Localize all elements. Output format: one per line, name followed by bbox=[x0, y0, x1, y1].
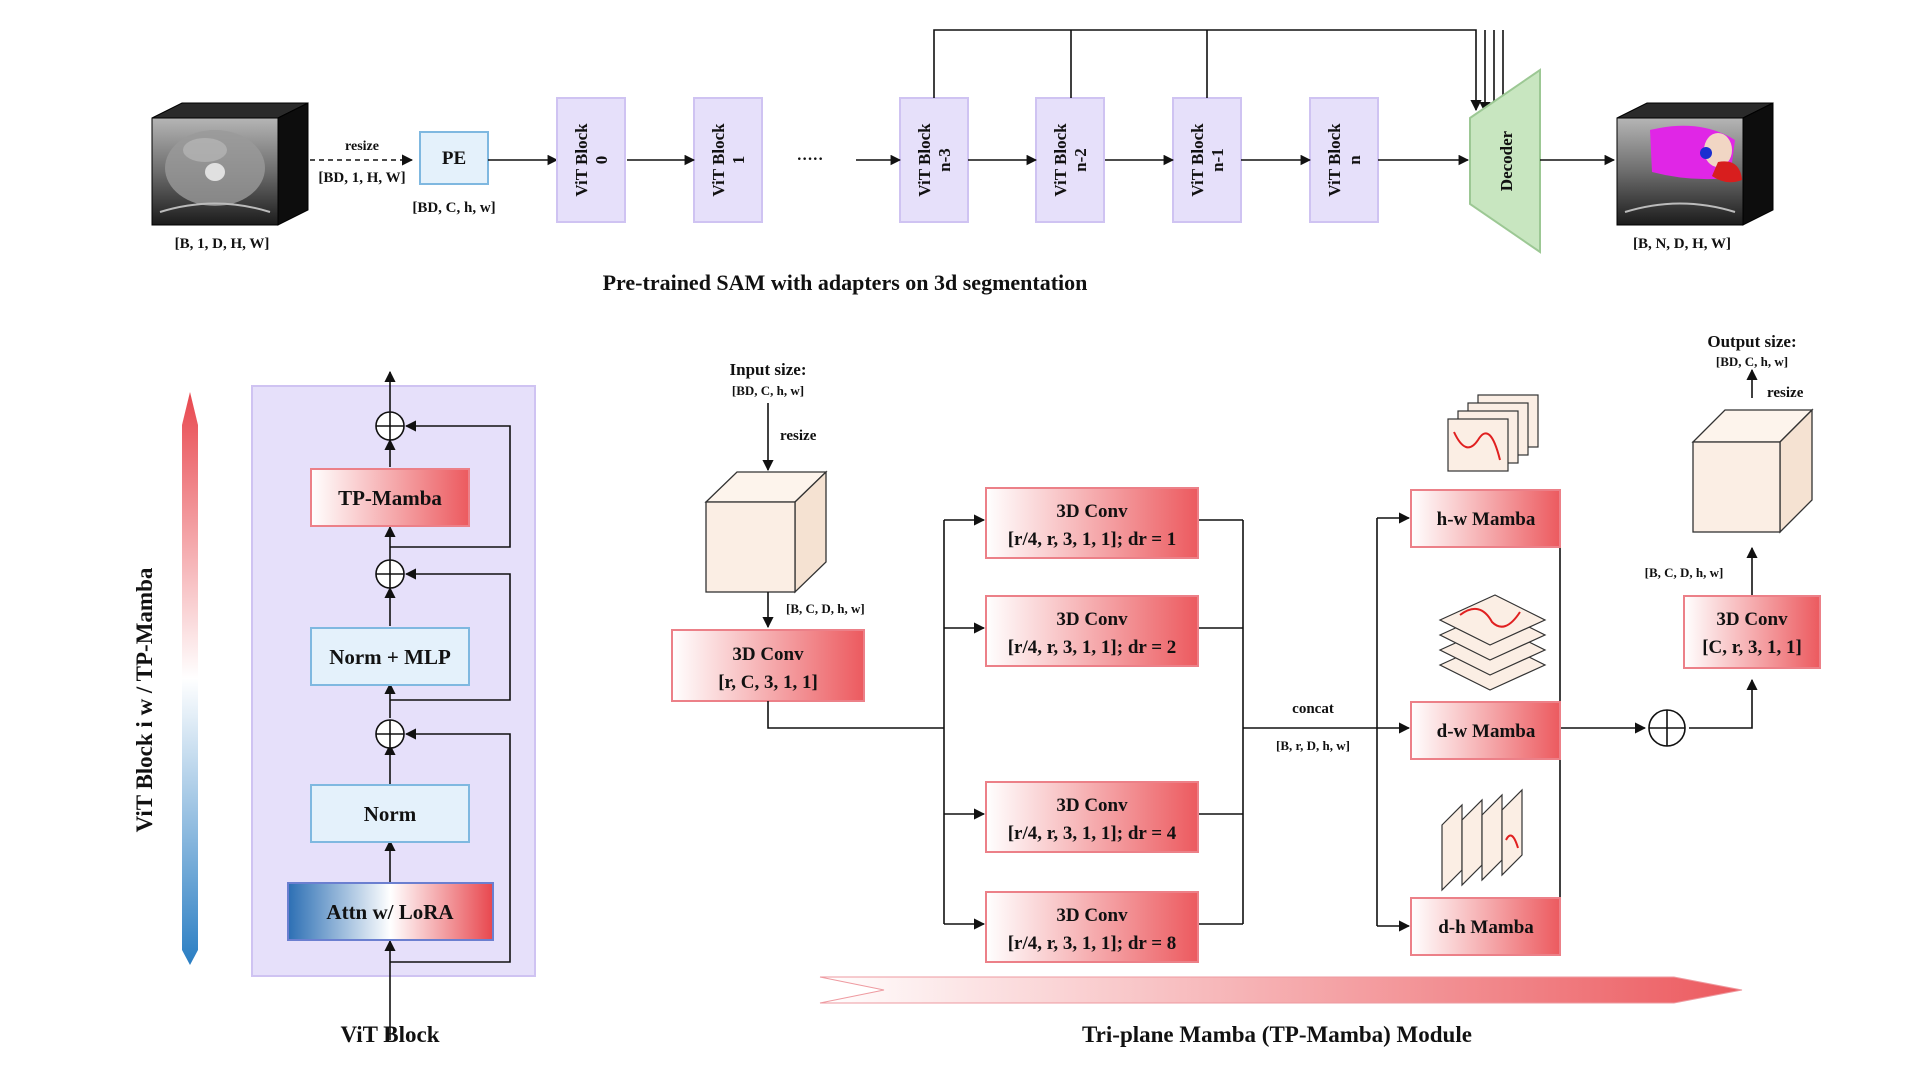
pe-shape-label: [BD, C, h, w] bbox=[412, 200, 495, 216]
ellipsis: ····· bbox=[797, 151, 824, 168]
input-size-title: Input size: bbox=[730, 360, 807, 379]
output-shape-label: [B, N, D, H, W] bbox=[1633, 236, 1731, 252]
vit-block-label: ViT Block bbox=[572, 123, 591, 197]
output-size-title: Output size: bbox=[1707, 332, 1796, 351]
add-node bbox=[375, 411, 405, 441]
vit-block-label: ViT Block bbox=[1325, 123, 1344, 197]
last-conv-line1: 3D Conv bbox=[1716, 609, 1788, 630]
mamba-box-1: d-w Mamba bbox=[1410, 701, 1561, 760]
input-feature-cube bbox=[704, 470, 828, 594]
conv-line1: 3D Conv bbox=[1056, 905, 1128, 926]
tp-mamba-box bbox=[310, 468, 470, 527]
first-conv-line2: [r, C, 3, 1, 1] bbox=[718, 672, 818, 693]
side-label: ViT Block i w / TP-Mamba bbox=[132, 567, 157, 832]
mamba-label: h-w Mamba bbox=[1437, 509, 1536, 530]
last-conv-line2: [C, r, 3, 1, 1] bbox=[1702, 637, 1802, 658]
dilated-conv-box-2: 3D Conv [r/4, r, 3, 1, 1]; dr = 4 bbox=[985, 781, 1199, 853]
norm-box bbox=[310, 784, 470, 843]
output-resize-label: resize bbox=[1767, 385, 1804, 401]
concat-shape-label: [B, r, D, h, w] bbox=[1276, 738, 1350, 753]
output-feature-cube bbox=[1691, 408, 1814, 534]
vit-block-label: ViT Block bbox=[1188, 123, 1207, 197]
branch-lines bbox=[767, 368, 1758, 932]
output-size-shape: [BD, C, h, w] bbox=[1716, 354, 1788, 369]
conv-line2: [r/4, r, 3, 1, 1]; dr = 8 bbox=[1008, 933, 1177, 954]
vit-block-index: 1 bbox=[729, 156, 748, 165]
first-conv-line1: 3D Conv bbox=[732, 644, 804, 665]
output-segmentation-volume bbox=[1616, 102, 1774, 226]
decoder-block bbox=[1469, 68, 1541, 254]
dilated-conv-box-3: 3D Conv [r/4, r, 3, 1, 1]; dr = 8 bbox=[985, 891, 1199, 963]
mamba-label: d-w Mamba bbox=[1437, 721, 1536, 742]
vit-block-label: ViT Block bbox=[915, 123, 934, 197]
add-node bbox=[375, 719, 405, 749]
attn-lora-box bbox=[287, 882, 494, 941]
add-node bbox=[375, 559, 405, 589]
vit-block-index: n-1 bbox=[1208, 148, 1227, 172]
vit-block-label: ViT Block bbox=[1051, 123, 1070, 197]
norm-mlp-label: Norm + MLP bbox=[329, 645, 451, 669]
decoder-label: Decoder bbox=[1497, 130, 1516, 191]
input-size-shape: [BD, C, h, w] bbox=[732, 383, 804, 398]
conv-line2: [r/4, r, 3, 1, 1]; dr = 4 bbox=[1008, 823, 1177, 844]
dilated-conv-box-1: 3D Conv [r/4, r, 3, 1, 1]; dr = 2 bbox=[985, 595, 1199, 667]
dh-plane-stack-icon bbox=[1441, 788, 1523, 892]
input-ct-volume bbox=[151, 102, 309, 226]
norm-label: Norm bbox=[364, 802, 417, 826]
dilated-conv-box-0: 3D Conv [r/4, r, 3, 1, 1]; dr = 1 bbox=[985, 487, 1199, 559]
concat-label: concat bbox=[1292, 701, 1334, 717]
conv-line1: 3D Conv bbox=[1056, 501, 1128, 522]
pe-box bbox=[419, 131, 489, 185]
hw-plane-stack-icon bbox=[1447, 394, 1539, 472]
vit-block-index: n bbox=[1345, 155, 1364, 165]
first-conv-box bbox=[671, 629, 865, 702]
tp-mamba-label: TP-Mamba bbox=[338, 486, 442, 510]
side-gradient-arrow bbox=[182, 392, 198, 965]
resize-label: resize bbox=[345, 139, 379, 154]
cube-shape-label: [B, C, D, h, w] bbox=[786, 601, 865, 616]
conv-line1: 3D Conv bbox=[1056, 609, 1128, 630]
attn-lora-label: Attn w/ LoRA bbox=[326, 900, 454, 924]
last-conv-box bbox=[1683, 595, 1821, 669]
tp-caption: Tri-plane Mamba (TP-Mamba) Module bbox=[1082, 1022, 1472, 1047]
input-shape-label: [B, 1, D, H, W] bbox=[175, 236, 270, 252]
mamba-box-0: h-w Mamba bbox=[1410, 489, 1561, 548]
norm-mlp-box bbox=[310, 627, 470, 686]
vit-block-index: 0 bbox=[592, 156, 611, 165]
vit-flow-lines bbox=[384, 370, 511, 1040]
add-node bbox=[1648, 709, 1686, 747]
vit-block-index: n-2 bbox=[1071, 148, 1090, 172]
vit-caption: ViT Block bbox=[340, 1022, 439, 1047]
bottom-gradient-arrow bbox=[819, 976, 1743, 1004]
mamba-box-2: d-h Mamba bbox=[1410, 897, 1561, 956]
pe-label: PE bbox=[442, 148, 466, 169]
vit-block-label: ViT Block bbox=[709, 123, 728, 197]
vit-block-index: n-3 bbox=[935, 148, 954, 172]
pre-conv-shape-label: [B, C, D, h, w] bbox=[1645, 565, 1724, 580]
input-resize-label: resize bbox=[780, 428, 817, 444]
top-caption: Pre-trained SAM with adapters on 3d segm… bbox=[603, 270, 1088, 295]
mamba-label: d-h Mamba bbox=[1438, 917, 1534, 938]
conv-line1: 3D Conv bbox=[1056, 795, 1128, 816]
resize-shape-label: [BD, 1, H, W] bbox=[318, 170, 405, 186]
conv-line2: [r/4, r, 3, 1, 1]; dr = 2 bbox=[1008, 637, 1177, 658]
dw-plane-stack-icon bbox=[1438, 594, 1547, 691]
conv-line2: [r/4, r, 3, 1, 1]; dr = 1 bbox=[1008, 529, 1177, 550]
